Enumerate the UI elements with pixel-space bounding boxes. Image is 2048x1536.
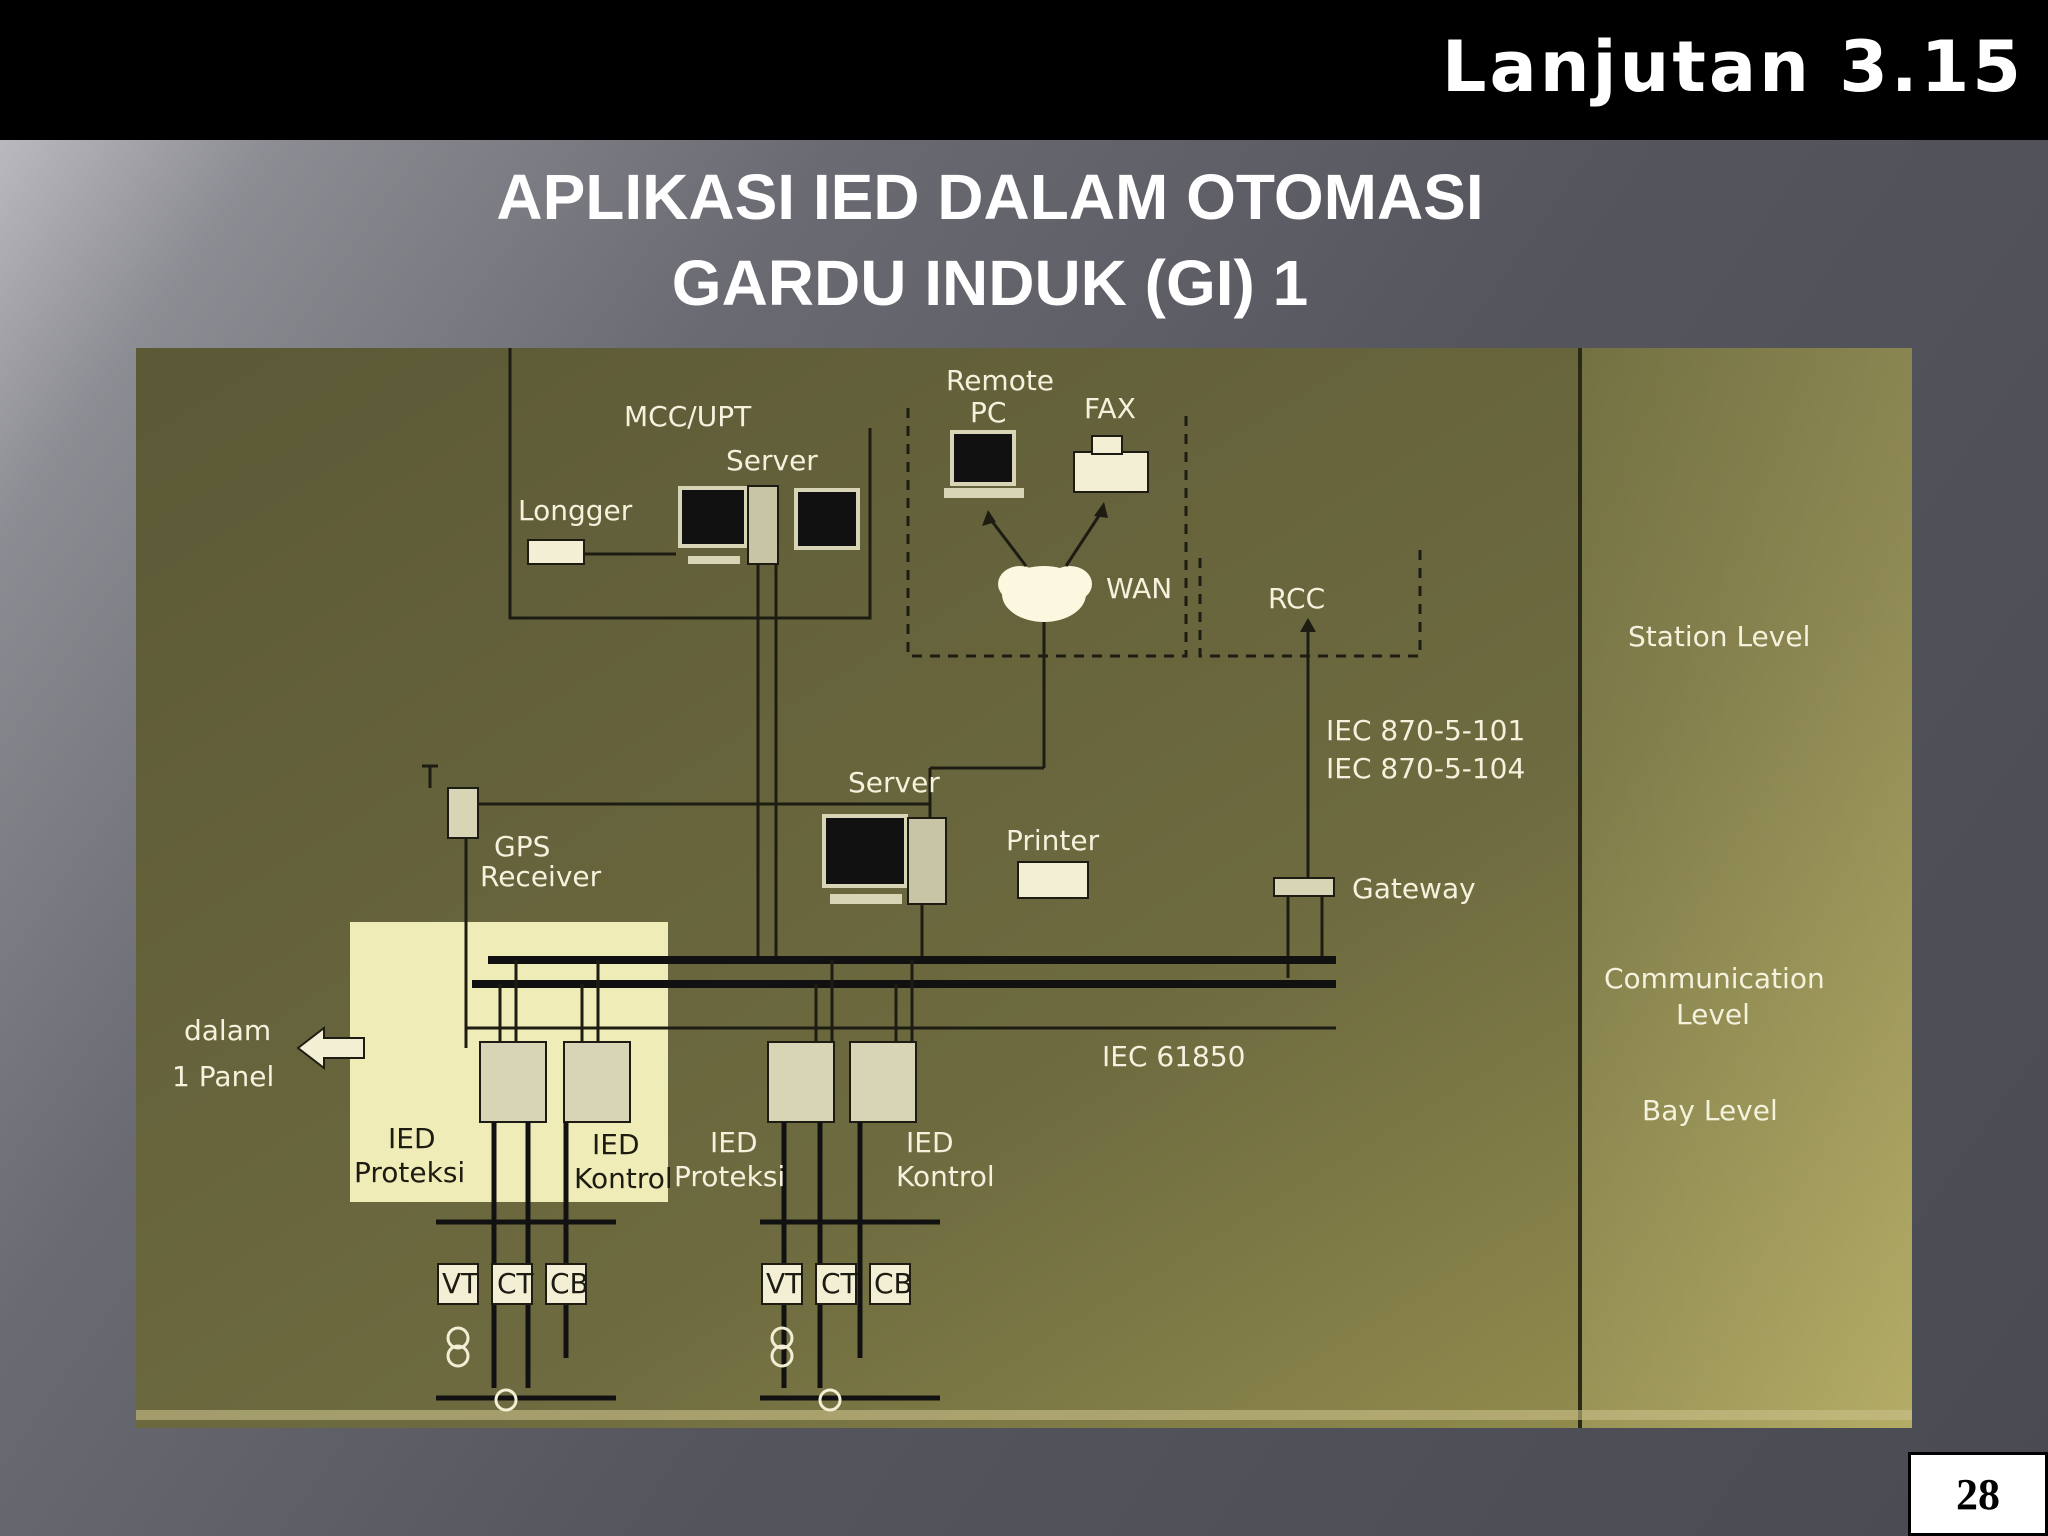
substation-diagram: MCC/UPT Server Longger Remote PC FAX WAN…: [136, 348, 1912, 1428]
label-longger: Longger: [518, 494, 633, 527]
label-gps-1: GPS: [494, 830, 550, 863]
gps-receiver-icon: [422, 764, 479, 839]
label-fax: FAX: [1084, 392, 1136, 425]
label-iec-61850: IEC 61850: [1102, 1040, 1245, 1073]
label-vt-b: VT: [766, 1267, 803, 1300]
label-rcc: RCC: [1268, 582, 1325, 615]
label-ied-kontrol-b-2: Kontrol: [896, 1160, 995, 1193]
label-ied-proteksi-b-2: Proteksi: [674, 1160, 785, 1193]
label-communication-level-2: Level: [1676, 998, 1750, 1031]
label-vt-a: VT: [442, 1267, 479, 1300]
label-ied-proteksi-a-1: IED: [388, 1122, 436, 1155]
server-top-icon: [678, 485, 860, 565]
ied-device-icons: [479, 1041, 917, 1123]
label-wan: WAN: [1106, 572, 1172, 605]
printer-icon: [1017, 861, 1089, 899]
gateway-icon: [1273, 877, 1335, 897]
label-iec-104: IEC 870-5-104: [1326, 752, 1525, 785]
header-bar: Lanjutan 3.15: [0, 0, 2048, 140]
label-ied-proteksi-b-1: IED: [710, 1126, 758, 1159]
label-mcc-upt: MCC/UPT: [624, 400, 752, 433]
label-station-level: Station Level: [1628, 620, 1810, 653]
label-ied-kontrol-b-1: IED: [906, 1126, 954, 1159]
label-bay-level: Bay Level: [1642, 1094, 1778, 1127]
section-label: Lanjutan 3.15: [1441, 26, 2024, 108]
label-gps-2: Receiver: [480, 860, 602, 893]
remote-pc-icon: [944, 430, 1024, 498]
label-dalam-1: dalam: [184, 1014, 271, 1047]
server-mid-icon: [822, 814, 947, 905]
label-ied-kontrol-a-2: Kontrol: [574, 1162, 673, 1195]
label-cb-b: CB: [874, 1267, 913, 1300]
label-ct-b: CT: [821, 1267, 859, 1300]
label-gateway: Gateway: [1352, 872, 1476, 905]
title-line-1: APLIKASI IED DALAM OTOMASI: [496, 161, 1484, 233]
label-server-mid: Server: [848, 766, 940, 799]
label-communication-level-1: Communication: [1604, 962, 1825, 995]
wan-cloud-icon: [998, 566, 1092, 622]
label-remote-pc-1: Remote: [946, 364, 1054, 397]
label-ied-proteksi-a-2: Proteksi: [354, 1156, 465, 1189]
dalam-arrow-icon: [296, 1025, 365, 1071]
label-dalam-2: 1 Panel: [172, 1060, 274, 1093]
label-remote-pc-2: PC: [970, 396, 1006, 429]
page-number: 28: [1908, 1452, 2048, 1536]
label-ct-a: CT: [497, 1267, 535, 1300]
title-line-2: GARDU INDUK (GI) 1: [671, 247, 1309, 319]
longger-printer-icon: [527, 539, 676, 565]
label-printer: Printer: [1006, 824, 1100, 857]
arrow-icons: [982, 502, 1316, 632]
label-server-top: Server: [726, 444, 818, 477]
label-cb-a: CB: [550, 1267, 589, 1300]
slide-title: APLIKASI IED DALAM OTOMASI GARDU INDUK (…: [340, 154, 1640, 326]
label-iec-101: IEC 870-5-101: [1326, 714, 1525, 747]
vt-ct-cb-boxes: [437, 1263, 911, 1305]
label-ied-kontrol-a-1: IED: [592, 1128, 640, 1161]
fax-icon: [1073, 435, 1149, 493]
